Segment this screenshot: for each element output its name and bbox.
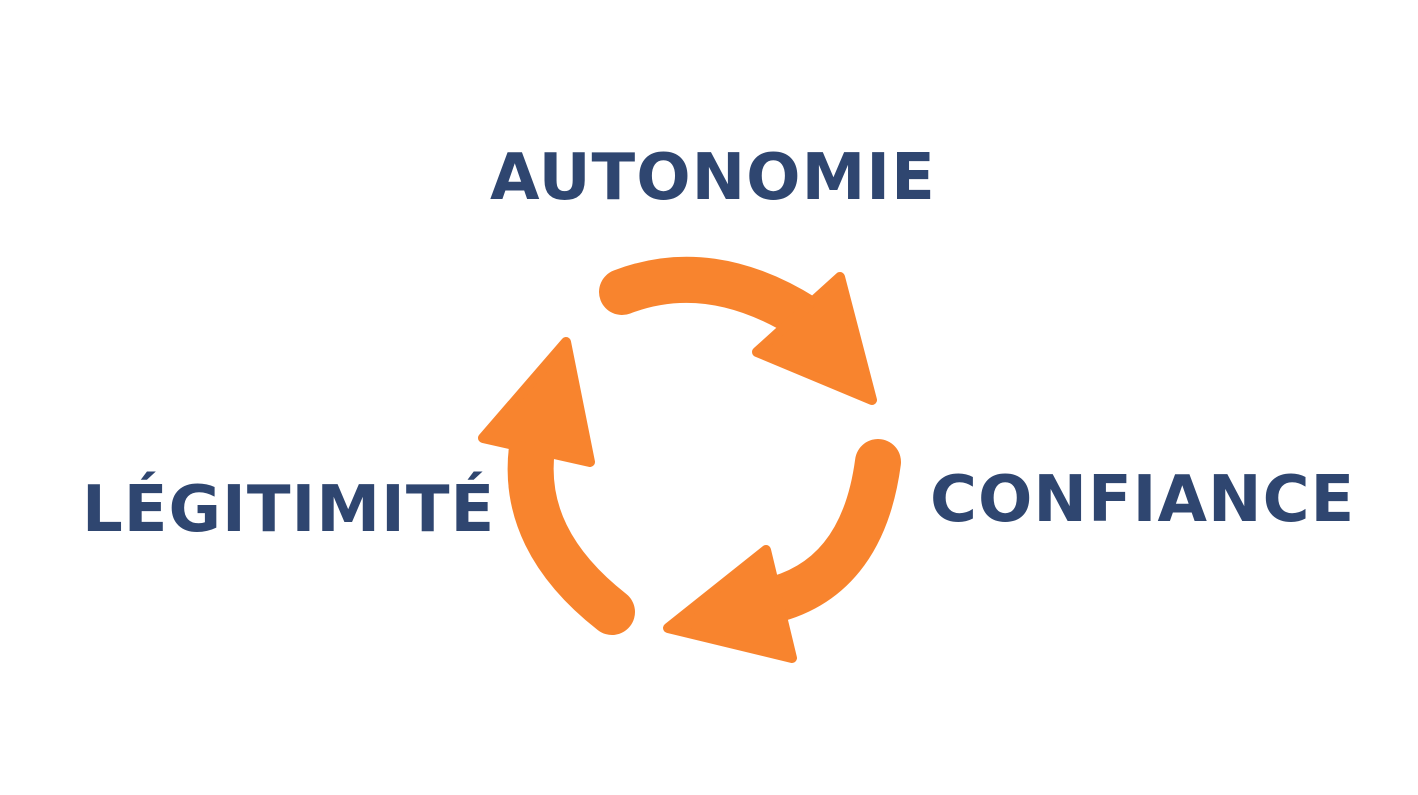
label-autonomie: AUTONOMIE (490, 141, 936, 215)
label-legitimite: LÉGITIMITÉ (82, 473, 496, 547)
arrow-right-body (742, 439, 901, 625)
arrow-top-head (752, 272, 877, 405)
arrow-top-body (599, 256, 828, 341)
label-confiance: CONFIANCE (930, 463, 1356, 537)
arrow-left-head (478, 337, 595, 467)
arrow-left-body (507, 425, 635, 635)
arrow-right-head (663, 545, 797, 663)
